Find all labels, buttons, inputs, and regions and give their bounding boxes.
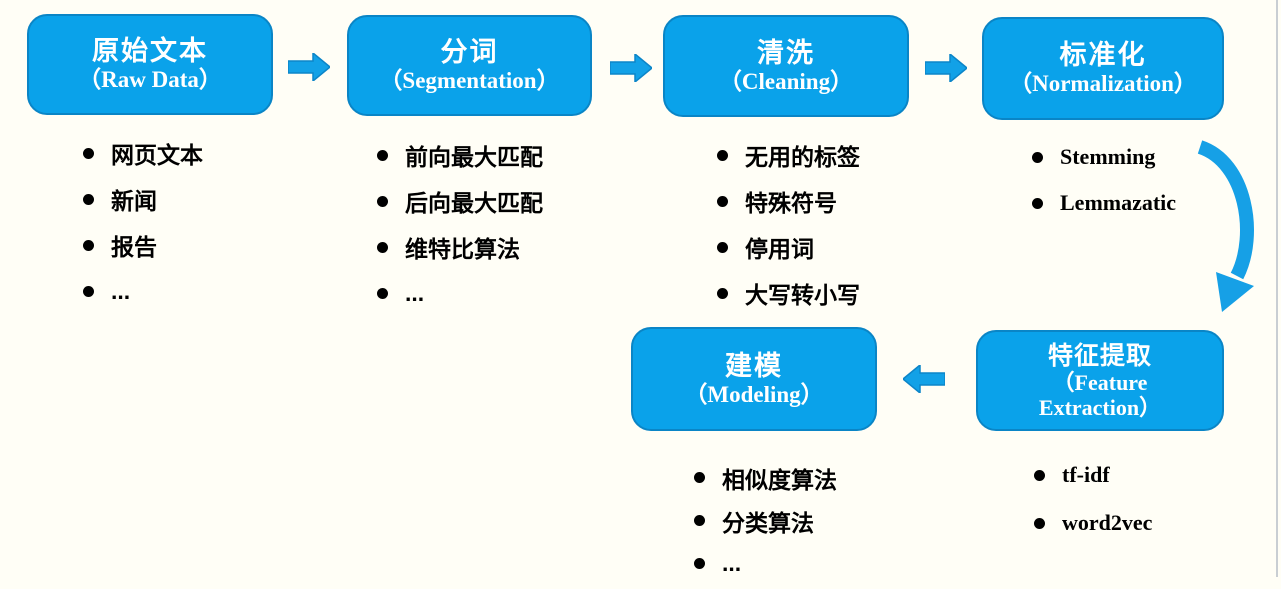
stage-title-zh: 原始文本 [92,36,208,67]
bullet-icon [717,149,728,161]
bullet-icon [83,285,94,297]
bullet-list-raw-data: 网页文本新闻报告... [83,130,203,314]
bullet-icon [717,241,728,253]
arrow-left-icon [903,365,945,393]
list-item: 停用词 [717,224,860,270]
bullet-label: 特殊符号 [745,190,837,216]
bullet-icon [1032,151,1043,163]
list-item: ... [694,542,837,585]
bullet-label: ... [722,550,742,576]
stage-title-en: （Raw Data） [78,67,222,93]
list-item: 相似度算法 [694,456,837,499]
list-item: tf-idf [1034,451,1152,499]
stage-box-cleaning: 清洗 （Cleaning） [663,15,909,117]
stage-title-en: （Cleaning） [718,68,854,94]
stage-box-raw-data: 原始文本 （Raw Data） [27,14,273,115]
list-item: 维特比算法 [377,224,543,270]
bullet-icon [83,239,94,251]
bullet-icon [377,241,388,253]
bullet-label: 无用的标签 [745,144,860,170]
arrow-right-icon [925,54,967,82]
bullet-label: 网页文本 [111,142,203,168]
bullet-list-modeling: 相似度算法分类算法... [694,456,837,585]
list-item: 大写转小写 [717,270,860,316]
bullet-icon [83,193,94,205]
bullet-icon [717,195,728,207]
stage-box-segmentation: 分词 （Segmentation） [347,15,592,116]
bullet-icon [1032,197,1043,209]
bullet-icon [377,287,388,299]
bullet-list-feature-extraction: tf-idf word2vec [1034,451,1152,547]
stage-title-zh: 标准化 [1059,40,1147,71]
stage-title-en: （Feature Extraction） [1038,370,1162,420]
bullet-icon [694,472,705,483]
stage-title-en: （Modeling） [684,381,824,407]
list-item: 新闻 [83,176,203,222]
bullet-label: 分类算法 [722,509,814,536]
list-item: 分类算法 [694,499,837,542]
list-item: ... [83,268,203,314]
bullet-label: 新闻 [111,188,157,214]
list-item: 特殊符号 [717,178,860,224]
bullet-label: 报告 [111,234,157,260]
bullet-list-segmentation: 前向最大匹配后向最大匹配维特比算法... [377,132,543,316]
bullet-icon [377,195,388,207]
bullet-icon [694,515,705,526]
arrow-right-icon [288,53,330,81]
bullet-label: 后向最大匹配 [405,190,543,216]
bullet-label: Stemming [1060,144,1156,169]
list-item: Stemming [1032,134,1176,180]
list-item: ... [377,270,543,316]
stage-box-normalization: 标准化 （Normalization） [982,17,1224,120]
list-item: 前向最大匹配 [377,132,543,178]
bullet-icon [1034,517,1045,529]
bullet-label: Lemmazatic [1060,190,1177,215]
bullet-label: 维特比算法 [405,236,520,262]
bullet-label: 停用词 [745,236,814,262]
bullet-label: 相似度算法 [722,466,837,493]
list-item: 报告 [83,222,203,268]
list-item: 网页文本 [83,130,203,176]
arrow-right-icon [610,54,652,82]
stage-box-modeling: 建模 （Modeling） [631,327,877,431]
list-item: word2vec [1034,499,1152,547]
bullet-label: tf-idf [1062,462,1110,487]
stage-title-zh: 清洗 [757,37,815,68]
stage-title-zh: 特征提取 [1047,342,1152,371]
curved-arrow-down-icon [1197,140,1254,312]
list-item: Lemmazatic [1032,180,1176,226]
bullet-icon [83,147,94,159]
list-item: 无用的标签 [717,132,860,178]
bullet-list-cleaning: 无用的标签特殊符号停用词大写转小写 [717,132,860,316]
screenshot-edge-divider [1276,0,1278,577]
stage-title-en: （Segmentation） [379,68,560,94]
bullet-label: 大写转小写 [745,282,860,308]
bullet-icon [694,558,705,569]
stage-title-en: （Normalization） [1009,71,1197,97]
stage-title-zh: 建模 [725,350,783,381]
bullet-label: 前向最大匹配 [405,144,543,170]
bullet-icon [1034,469,1045,481]
bullet-label: ... [405,279,425,306]
stage-box-feature-extraction: 特征提取 （Feature Extraction） [976,330,1224,431]
list-item: 后向最大匹配 [377,178,543,224]
bullet-icon [377,149,388,161]
bullet-label: ... [111,277,131,304]
bullet-icon [717,287,728,299]
stage-title-zh: 分词 [440,37,499,68]
bullet-label: word2vec [1062,510,1153,535]
